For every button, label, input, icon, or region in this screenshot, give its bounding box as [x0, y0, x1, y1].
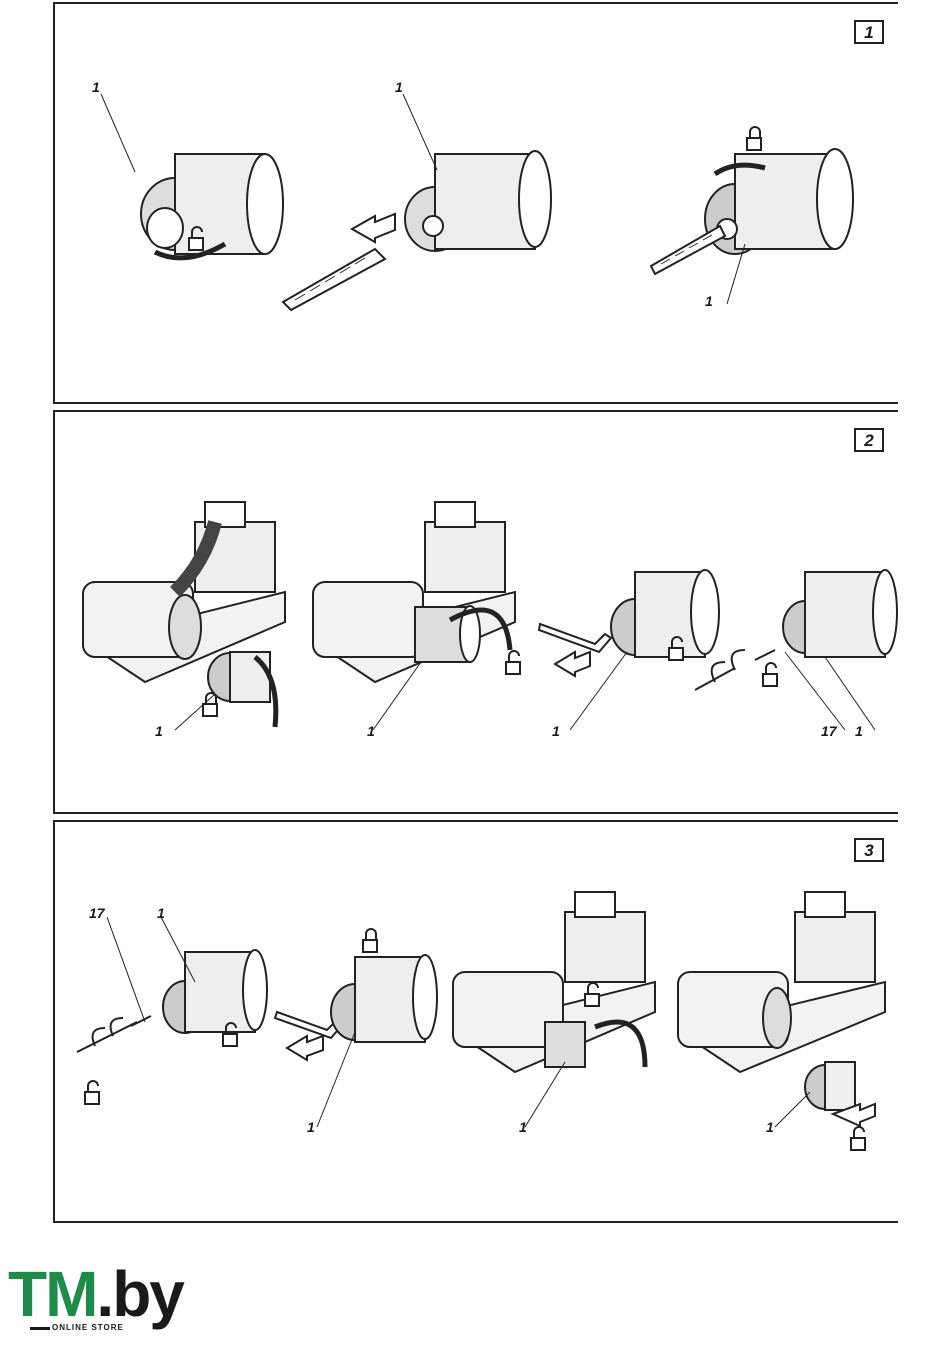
cordless-drill: [453, 892, 655, 1072]
drill-chuck: [783, 570, 897, 657]
figure-panel-1: 1: [53, 2, 898, 404]
logo-brand-suffix: .by: [96, 1258, 182, 1330]
drill-chuck: [611, 570, 719, 657]
callout-label: 1: [307, 1120, 315, 1134]
drill-bit: [283, 249, 385, 310]
drill-chuck: [208, 652, 276, 727]
panel-2-illustration: [55, 412, 900, 812]
figure-panel-2: 2: [53, 410, 898, 814]
direction-arrow: [555, 652, 590, 676]
callout-label: 17: [89, 906, 105, 920]
drill-chuck: [405, 151, 551, 251]
store-logo: TM.by ONLINE STORE: [8, 1268, 178, 1336]
drill-chuck: [141, 154, 283, 258]
cordless-drill: [313, 502, 515, 682]
unlock-icon: [851, 1127, 865, 1150]
lock-icon: [363, 929, 377, 952]
unlock-icon: [85, 1081, 99, 1104]
drill-chuck: [331, 955, 437, 1042]
panel-1-illustration: [55, 4, 900, 404]
cordless-drill: [678, 892, 885, 1072]
drill-chuck: [705, 149, 853, 254]
callout-label: 17: [821, 724, 837, 738]
lock-icon: [203, 693, 217, 716]
panel-3-illustration: [55, 822, 900, 1222]
insert-arrow: [352, 214, 395, 242]
lock-icon: [747, 127, 761, 150]
drill-chuck: [163, 950, 267, 1033]
logo-tagline: ONLINE STORE: [52, 1324, 124, 1332]
unlock-icon: [585, 983, 599, 1006]
callout-label: 1: [766, 1120, 774, 1134]
unlock-icon: [506, 651, 520, 674]
callout-label: 1: [519, 1120, 527, 1134]
callout-label: 1: [367, 724, 375, 738]
callout-label: 1: [855, 724, 863, 738]
logo-brand-main: TM: [8, 1258, 96, 1330]
logo-underline: [30, 1327, 50, 1330]
direction-arrow: [287, 1036, 323, 1060]
figure-panel-3: 3: [53, 820, 898, 1223]
callout-label: 1: [552, 724, 560, 738]
logo-wordmark: TM.by: [8, 1262, 183, 1326]
drill-chuck: [805, 1062, 875, 1126]
drill-bit: [651, 226, 725, 274]
unlock-icon: [763, 663, 777, 686]
callout-label: 1: [92, 80, 100, 94]
callout-label: 1: [705, 294, 713, 308]
retaining-screw: [77, 1016, 151, 1052]
callout-label: 1: [395, 80, 403, 94]
callout-label: 1: [157, 906, 165, 920]
allen-key: [539, 624, 611, 652]
callout-label: 1: [155, 724, 163, 738]
